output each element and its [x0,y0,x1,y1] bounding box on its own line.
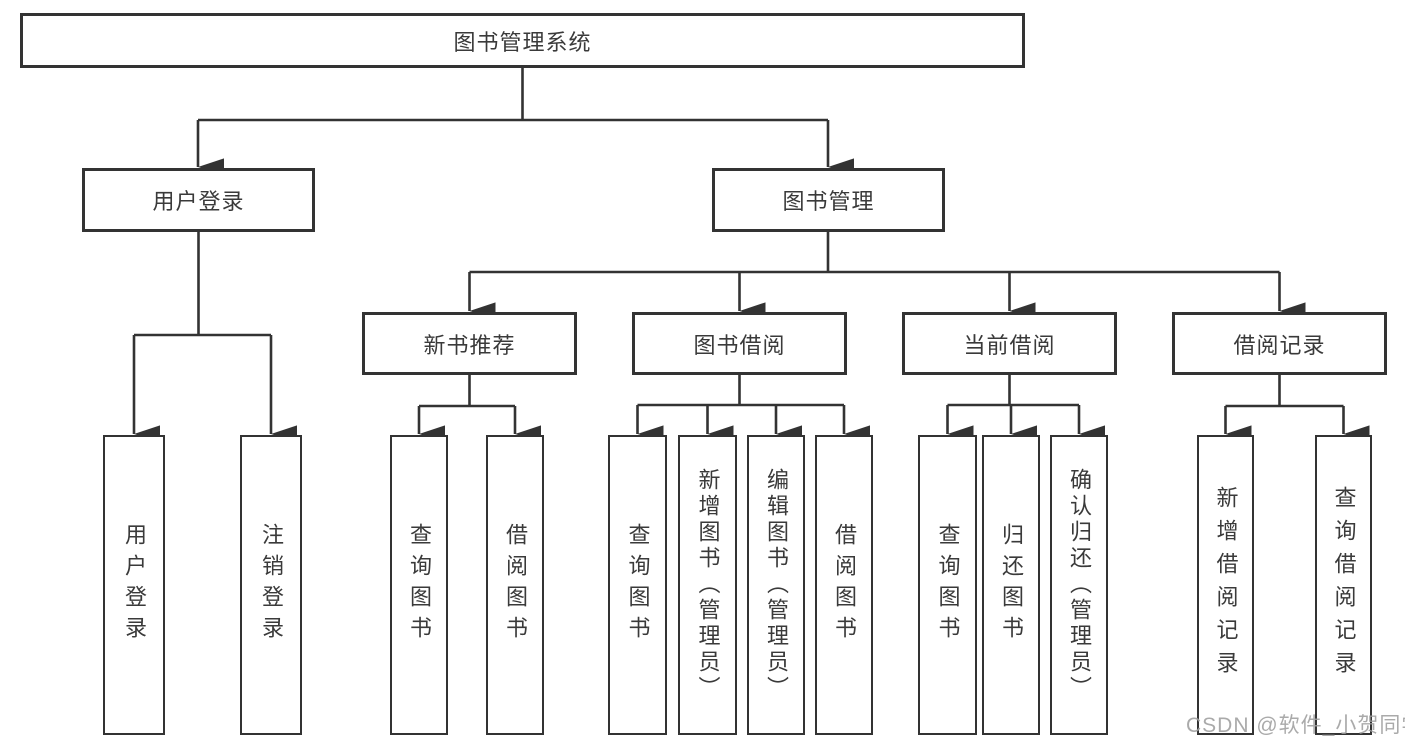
leaf-edit-book-admin-label: 编辑图书（管理员） [764,468,789,702]
leaf-query-borrow-record: 查询借阅记录 [1315,435,1372,735]
leaf-add-book-admin: 新增图书（管理员） [678,435,737,735]
leaf-edit-book-admin: 编辑图书（管理员） [747,435,805,735]
leaf-newbook-borrow-books-label: 借阅图书 [503,523,528,647]
leaf-add-borrow-record: 新增借阅记录 [1197,435,1254,735]
leaf-borrowing-query-books-label: 查询图书 [625,523,651,647]
leaf-add-book-admin-label: 新增图书（管理员） [695,468,721,702]
watermark: CSDN @软件_小贺同学 [1186,714,1405,737]
leaf-newbook-query-books-label: 查询图书 [407,523,432,647]
node-borrow-records: 借阅记录 [1172,312,1387,375]
node-book-borrowing: 图书借阅 [632,312,847,375]
leaf-logout: 注销登录 [240,435,302,735]
leaf-borrowing-borrow-books-label: 借阅图书 [832,523,857,647]
leaf-query-borrow-record-label: 查询借阅记录 [1331,486,1357,684]
leaf-confirm-return-admin: 确认归还（管理员） [1050,435,1108,735]
leaf-confirm-return-admin-label: 确认归还（管理员） [1067,468,1092,702]
root-node-library-system: 图书管理系统 [20,13,1025,68]
leaf-newbook-borrow-books: 借阅图书 [486,435,544,735]
leaf-borrowing-query-books: 查询图书 [608,435,667,735]
leaf-current-query-books-label: 查询图书 [935,523,961,647]
leaf-return-books-label: 归还图书 [999,523,1024,647]
leaf-user-login: 用户登录 [103,435,165,735]
leaf-logout-label: 注销登录 [259,523,284,647]
leaf-user-login-label: 用户登录 [122,523,147,647]
leaf-current-query-books: 查询图书 [918,435,977,735]
leaf-borrowing-borrow-books: 借阅图书 [815,435,873,735]
leaf-return-books: 归还图书 [982,435,1040,735]
node-book-management: 图书管理 [712,168,945,232]
node-user-login: 用户登录 [82,168,315,232]
leaf-newbook-query-books: 查询图书 [390,435,448,735]
node-new-book-recommend: 新书推荐 [362,312,577,375]
node-current-borrowing: 当前借阅 [902,312,1117,375]
leaf-add-borrow-record-label: 新增借阅记录 [1213,486,1239,684]
